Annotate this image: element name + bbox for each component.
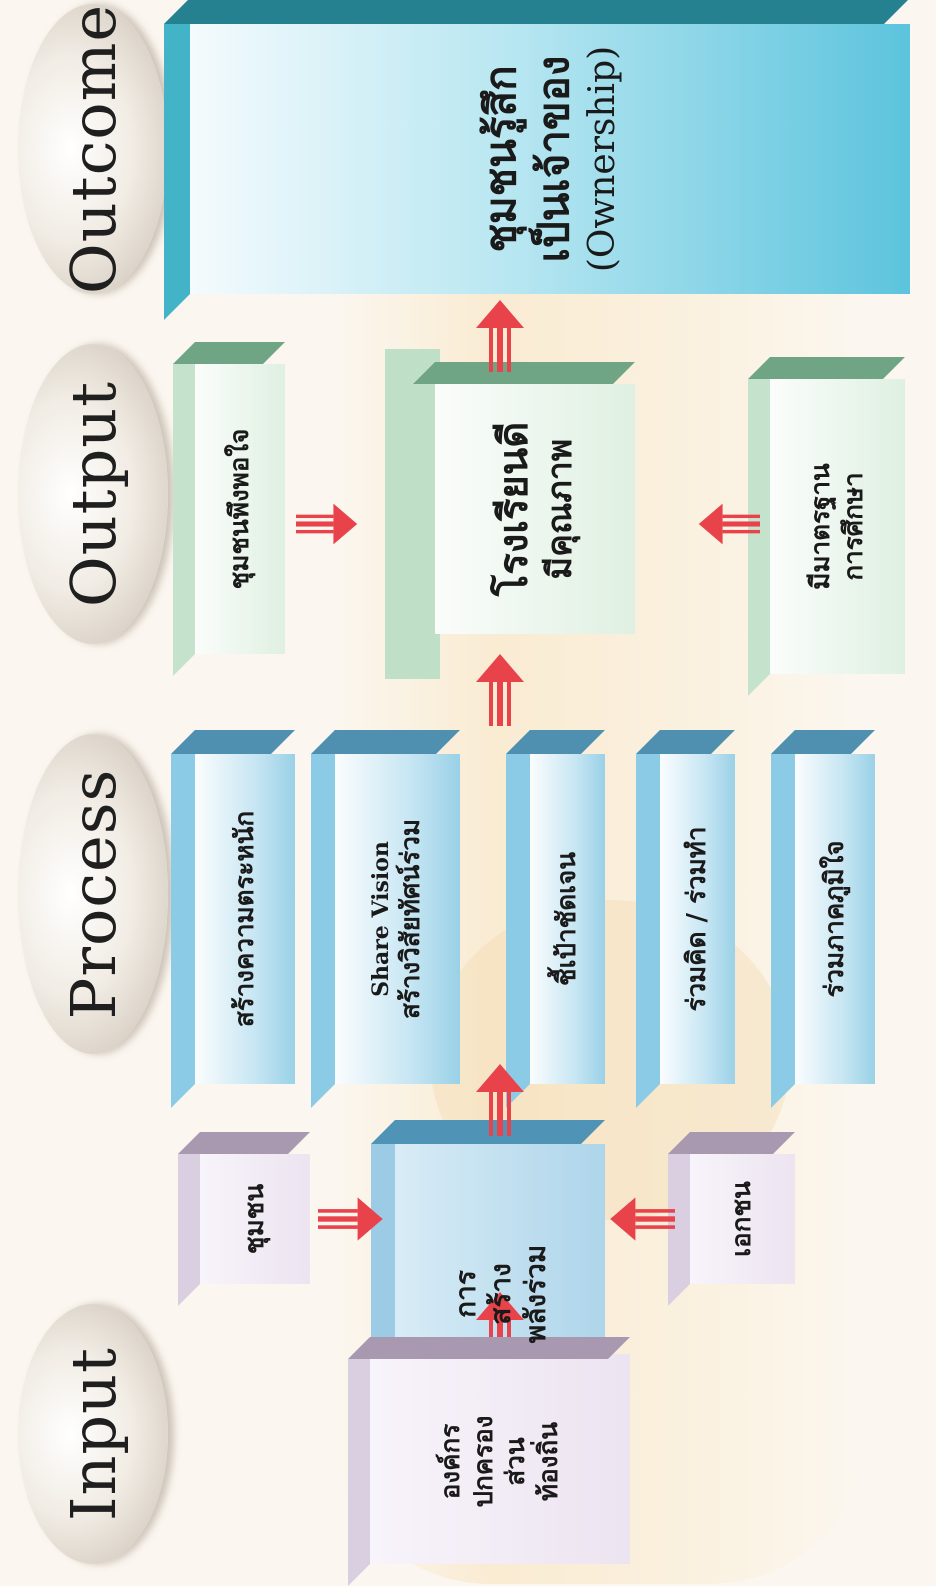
arrow-community-to-partnership <box>318 1197 383 1241</box>
arrow-output-to-outcome <box>476 300 524 372</box>
local-gov-line3: ส่วน <box>501 1437 531 1486</box>
outcome-line2: เป็นเจ้าของ <box>528 55 578 263</box>
process-awareness-label: สร้างความตระหนัก <box>229 810 260 1028</box>
output-quality-school-line1: โรงเรียนดี <box>489 421 537 597</box>
partnership-line1: การ <box>448 1270 482 1318</box>
process-share-vision-en: Share Vision <box>367 841 394 997</box>
partnership-line2: สร้าง <box>483 1263 517 1325</box>
process-think-do-label: ร่วมคิด / ร่วมทำ <box>682 826 713 1012</box>
arrow-standard-to-school <box>698 503 760 545</box>
private-label: เอกชน <box>727 1181 758 1257</box>
outcome-line1: ชุมชนรู้สึก <box>476 65 525 253</box>
local-gov-text-box: องค์กร ปกครอง ส่วน ท้องถิ่น <box>348 1337 630 1586</box>
process-pride-label: ร่วมภาคภูมิใจ <box>819 840 850 998</box>
arrow-process-to-output <box>476 654 524 726</box>
local-gov-line2: ปกครอง <box>468 1415 499 1508</box>
community-label: ชุมชน <box>239 1183 270 1255</box>
outcome-line3: (Ownership) <box>582 45 623 273</box>
output-satisfaction-label: ชุมชนพึงพอใจ <box>224 428 255 590</box>
partnership-line3: พลังร่วม <box>518 1244 552 1344</box>
arrow-satisfaction-to-school <box>296 503 358 545</box>
output-quality-school-line2: มีคุณภาพ <box>539 438 580 580</box>
school-roof-icon <box>385 349 440 679</box>
arrow-input-to-process <box>476 1064 524 1136</box>
local-gov-line1: องค์กร <box>436 1423 466 1500</box>
local-gov-line4: ท้องถิ่น <box>533 1422 564 1501</box>
process-indicators-label: ชี้เป้าชัดเจน <box>552 851 583 987</box>
output-standard-line2: การศึกษา <box>838 472 869 581</box>
arrow-private-to-partnership <box>610 1197 675 1241</box>
process-share-vision-th: สร้างวิสัยทัศน์ร่วม <box>396 819 426 1019</box>
output-standard-line1: มีมาตรฐาน <box>806 463 836 590</box>
